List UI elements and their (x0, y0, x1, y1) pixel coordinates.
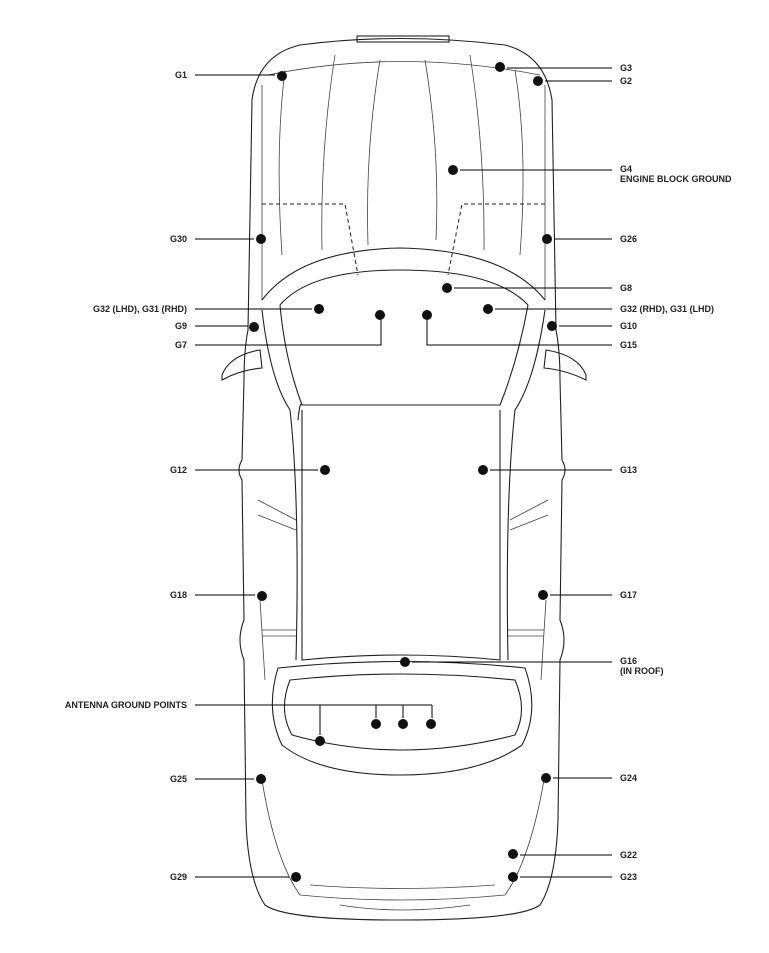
ground-point-g32-lhd (314, 304, 324, 314)
ground-point-g18 (257, 591, 267, 601)
label-g4-sub: ENGINE BLOCK GROUND (620, 174, 732, 184)
label-g17: G17 (620, 590, 638, 600)
ground-point-g29 (291, 872, 301, 882)
ground-point-g4 (448, 165, 458, 175)
ground-point-g7 (375, 310, 385, 320)
label-g8: G8 (620, 283, 633, 293)
label-g30: G30 (169, 234, 187, 244)
ground-point-g24 (541, 773, 551, 783)
label-g18: G18 (169, 590, 187, 600)
ground-point-g25 (256, 774, 266, 784)
label-g3: G3 (620, 63, 633, 73)
label-g32-rhd: G32 (RHD), G31 (LHD) (620, 304, 715, 314)
label-g10: G10 (620, 321, 638, 331)
label-g13: G13 (620, 465, 638, 475)
ground-point-g1 (277, 71, 287, 81)
ground-point-g13 (478, 465, 488, 475)
label-g9: G9 (174, 321, 187, 331)
ground-point-g32-rhd (483, 304, 493, 314)
label-g23: G23 (620, 872, 638, 882)
label-antenna-ground-points: ANTENNA GROUND POINTS (64, 700, 187, 710)
label-g24: G24 (620, 773, 638, 783)
label-g29: G29 (169, 872, 187, 882)
label-g12: G12 (169, 465, 187, 475)
ground-point-g12 (320, 465, 330, 475)
label-g2: G2 (620, 76, 633, 86)
antenna-ground-point (426, 719, 436, 729)
antenna-ground-point (398, 719, 408, 729)
label-g7: G7 (174, 340, 187, 350)
leader-lines (195, 67, 612, 878)
label-g4: G4 (620, 164, 633, 174)
label-g15: G15 (620, 340, 638, 350)
car-outline (221, 35, 587, 921)
ground-point-g8 (442, 283, 452, 293)
ground-point-g30 (256, 234, 266, 244)
ground-point-g10 (547, 321, 557, 331)
ground-point-g22 (508, 849, 518, 859)
label-g26: G26 (620, 234, 638, 244)
antenna-ground-point (371, 719, 381, 729)
ground-points (249, 62, 557, 882)
ground-point-g2 (533, 76, 543, 86)
ground-point-g15 (422, 310, 432, 320)
antenna-ground-point (315, 736, 325, 746)
ground-point-g26 (542, 234, 552, 244)
ground-point-g9 (249, 322, 259, 332)
label-g32-lhd: G32 (LHD), G31 (RHD) (92, 304, 187, 314)
ground-point-g16 (400, 657, 410, 667)
ground-point-g17 (538, 590, 548, 600)
label-g22: G22 (620, 850, 638, 860)
ground-point-g3 (495, 62, 505, 72)
label-g25: G25 (169, 774, 187, 784)
label-g1: G1 (174, 70, 187, 80)
label-g16: G16 (620, 656, 638, 666)
label-g16-sub: (IN ROOF) (620, 666, 664, 676)
ground-point-g23 (508, 872, 518, 882)
